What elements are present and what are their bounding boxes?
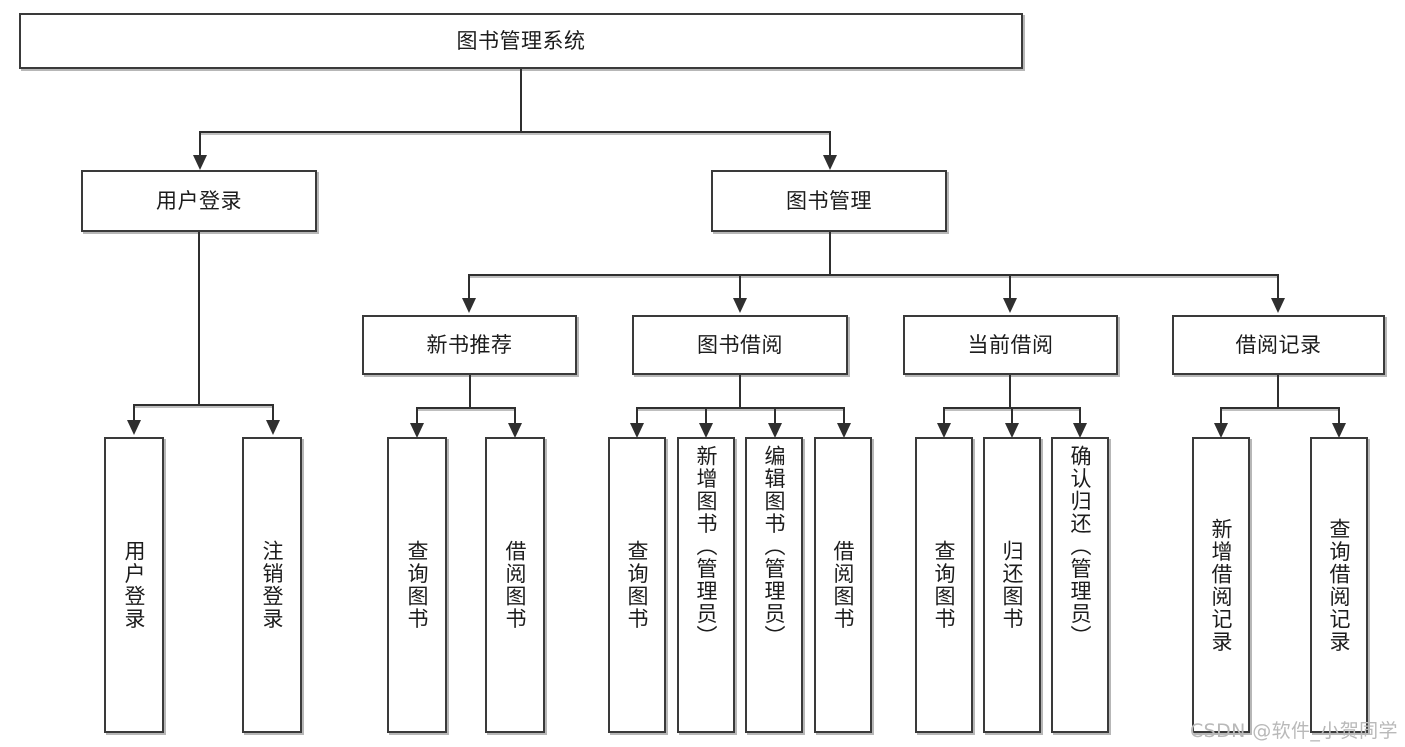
connector-group-drop-1 <box>416 407 418 423</box>
arrowhead-leaf-1 <box>410 423 424 438</box>
node-leaf-10-label: 归还图书 <box>1000 540 1025 630</box>
node-level3-3[interactable]: 当前借阅 <box>903 315 1118 375</box>
node-level3-3-label: 当前借阅 <box>967 332 1054 357</box>
connector-manage-stem <box>829 232 831 274</box>
node-leaf-13[interactable]: 查询借阅记录 <box>1310 437 1368 733</box>
arrowhead-leaf-7 <box>937 423 951 438</box>
node-leaf-6-label: 新增图书（管理员） <box>694 445 719 648</box>
connector-group-bus-2 <box>636 407 843 409</box>
connector-login-stem <box>198 232 200 404</box>
connector-group-drop-9 <box>1079 407 1081 423</box>
connector-group-stem-3 <box>1009 375 1011 407</box>
arrowhead-leaf-8 <box>1005 423 1019 438</box>
node-level3-2-label: 图书借阅 <box>697 332 783 357</box>
arrowhead-leaf-4 <box>699 423 713 438</box>
connector-manage-drop-1 <box>468 274 470 298</box>
connector-login-bus <box>133 404 272 406</box>
node-leaf-9[interactable]: 查询图书 <box>915 437 973 733</box>
connector-root-bus <box>199 131 830 133</box>
arrowhead-leaf-5 <box>768 423 782 438</box>
node-level3-1-label: 新书推荐 <box>426 332 513 357</box>
arrowhead-leaf-2 <box>508 423 522 438</box>
connector-manage-bus <box>468 274 1277 276</box>
node-level3-1[interactable]: 新书推荐 <box>362 315 577 375</box>
connector-root-stem <box>520 69 522 131</box>
node-level2-1[interactable]: 用户登录 <box>81 170 317 232</box>
node-leaf-5-label: 查询图书 <box>625 540 650 630</box>
node-level3-4[interactable]: 借阅记录 <box>1172 315 1385 375</box>
node-leaf-1[interactable]: 用户登录 <box>104 437 164 733</box>
connector-login-drop-1 <box>133 404 135 420</box>
arrowhead-login-2 <box>266 420 280 435</box>
arrowhead-manage-1 <box>462 298 476 313</box>
arrowhead-root-2 <box>823 155 837 170</box>
node-leaf-7-label: 编辑图书（管理员） <box>762 445 787 648</box>
connector-group-drop-7 <box>943 407 945 423</box>
arrowhead-leaf-11 <box>1332 423 1346 438</box>
connector-group-drop-2 <box>514 407 516 423</box>
node-level3-2[interactable]: 图书借阅 <box>632 315 848 375</box>
connector-group-drop-3 <box>636 407 638 423</box>
node-root[interactable]: 图书管理系统 <box>19 13 1023 69</box>
node-leaf-3-label: 查询图书 <box>405 540 430 630</box>
node-leaf-12-label: 新增借阅记录 <box>1209 517 1234 653</box>
node-leaf-9-label: 查询图书 <box>932 540 957 630</box>
node-leaf-5[interactable]: 查询图书 <box>608 437 666 733</box>
arrowhead-root-1 <box>193 155 207 170</box>
node-leaf-13-label: 查询借阅记录 <box>1327 517 1352 653</box>
node-level2-2[interactable]: 图书管理 <box>711 170 947 232</box>
node-leaf-8-label: 借阅图书 <box>831 540 856 630</box>
connector-group-stem-1 <box>469 375 471 407</box>
node-leaf-11-label: 确认归还（管理员） <box>1068 445 1093 648</box>
arrowhead-manage-2 <box>733 298 747 313</box>
node-leaf-4[interactable]: 借阅图书 <box>485 437 545 733</box>
arrowhead-leaf-6 <box>837 423 851 438</box>
connector-manage-drop-2 <box>739 274 741 298</box>
node-leaf-1-label: 用户登录 <box>122 540 147 630</box>
arrowhead-manage-3 <box>1003 298 1017 313</box>
connector-group-bus-1 <box>416 407 514 409</box>
connector-group-drop-5 <box>774 407 776 423</box>
connector-manage-drop-3 <box>1009 274 1011 298</box>
node-leaf-10[interactable]: 归还图书 <box>983 437 1041 733</box>
node-leaf-2-label: 注销登录 <box>260 540 285 630</box>
node-level3-4-label: 借阅记录 <box>1235 332 1322 357</box>
connector-group-stem-2 <box>739 375 741 407</box>
arrowhead-leaf-10 <box>1214 423 1228 438</box>
node-leaf-11[interactable]: 确认归还（管理员） <box>1051 437 1109 733</box>
connector-root-drop-2 <box>829 131 831 155</box>
node-leaf-6[interactable]: 新增图书（管理员） <box>677 437 735 733</box>
arrowhead-leaf-9 <box>1073 423 1087 438</box>
connector-group-drop-10 <box>1220 407 1222 423</box>
node-level2-1-label: 用户登录 <box>156 188 242 213</box>
connector-root-drop-1 <box>199 131 201 155</box>
node-level2-2-label: 图书管理 <box>786 188 872 213</box>
arrowhead-leaf-3 <box>630 423 644 438</box>
node-leaf-8[interactable]: 借阅图书 <box>814 437 872 733</box>
node-leaf-2[interactable]: 注销登录 <box>242 437 302 733</box>
connector-login-drop-2 <box>272 404 274 420</box>
connector-manage-drop-4 <box>1277 274 1279 298</box>
connector-group-drop-6 <box>843 407 845 423</box>
arrowhead-manage-4 <box>1271 298 1285 313</box>
connector-group-drop-4 <box>705 407 707 423</box>
connector-group-drop-8 <box>1011 407 1013 423</box>
node-leaf-12[interactable]: 新增借阅记录 <box>1192 437 1250 733</box>
node-leaf-3[interactable]: 查询图书 <box>387 437 447 733</box>
node-leaf-4-label: 借阅图书 <box>503 540 528 630</box>
connector-group-bus-4 <box>1220 407 1338 409</box>
connector-group-drop-11 <box>1338 407 1340 423</box>
connector-group-stem-4 <box>1277 375 1279 407</box>
node-leaf-7[interactable]: 编辑图书（管理员） <box>745 437 803 733</box>
node-root-label: 图书管理系统 <box>456 28 586 53</box>
arrowhead-login-1 <box>127 420 141 435</box>
